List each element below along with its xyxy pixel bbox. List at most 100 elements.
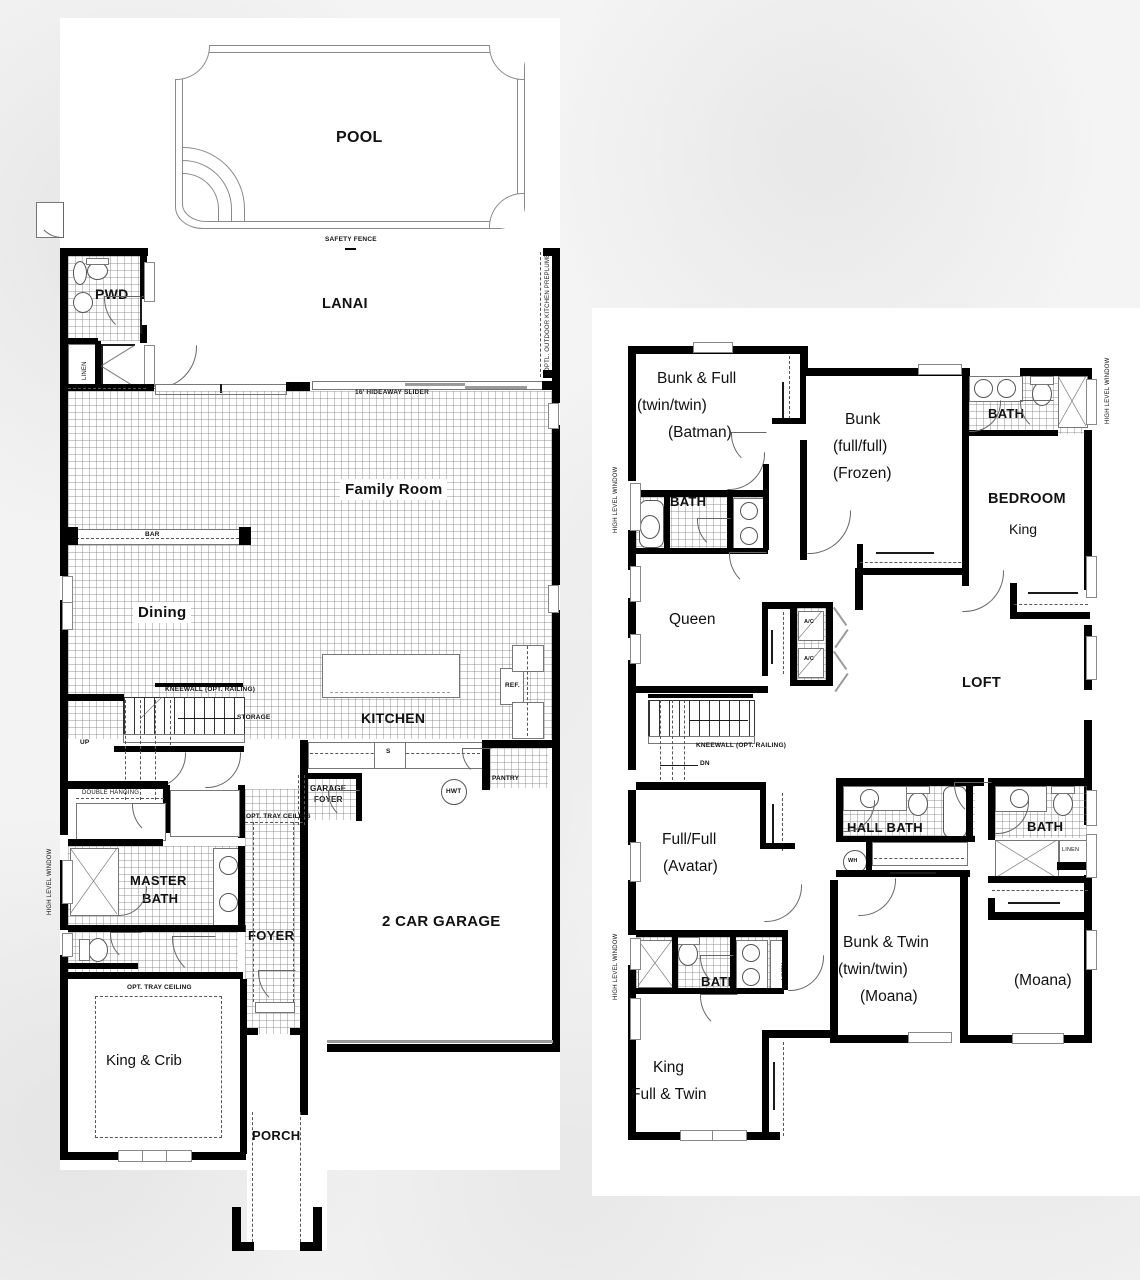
- pwd-bottom-wall: [68, 338, 98, 344]
- ac-unit-2-label: A/C: [804, 656, 815, 662]
- garage-door-opening: [308, 1040, 553, 1043]
- garage-bottom-wall: [300, 1044, 560, 1052]
- garage-foyer-label-1: GARAGE: [310, 784, 346, 793]
- bath-c-sink2: [742, 968, 760, 986]
- tray-ceiling-label-1: OPT. TRAY CEILING: [246, 813, 311, 820]
- bath-b-shower-x2: [1058, 376, 1086, 426]
- high-level-window-label-f1: HIGH LEVEL WINDOW: [47, 848, 53, 915]
- lanai-family-wall-dash: [68, 388, 146, 389]
- laundry-counter: [170, 790, 240, 837]
- storage-label: UP: [80, 739, 90, 746]
- foyer-wall-left-lower: [240, 979, 247, 1034]
- wc-toilet-tank: [79, 939, 90, 961]
- batman-closet-wall: [800, 354, 806, 422]
- porch-label: PORCH: [252, 1128, 301, 1143]
- storage-wall2: [114, 746, 244, 752]
- bath-d-label: BATH: [1027, 819, 1064, 834]
- ac-closet-wall-r: [826, 602, 833, 686]
- bedroom-window-right2: [1086, 636, 1097, 680]
- storage-dash2: [140, 700, 141, 800]
- storage-dash3: [155, 700, 156, 800]
- lanai-right-wallstub: [543, 370, 560, 378]
- lanai-label: LANAI: [322, 296, 368, 312]
- queen-window2: [630, 634, 641, 664]
- batman-window-top: [693, 342, 733, 353]
- avatar-closet-dash: [782, 793, 783, 851]
- porch-col-left: [232, 1207, 241, 1251]
- hp-window-bot-1: [680, 1130, 714, 1141]
- bar-wall-left: [68, 527, 78, 545]
- hallbath-wall-top: [836, 778, 984, 786]
- bath-d-toilet: [1053, 792, 1073, 816]
- foyer-bottom-wall: [240, 1028, 258, 1035]
- fullfull-avatar-label-2: (Avatar): [663, 858, 718, 875]
- linen-wall: [95, 341, 101, 387]
- moana-closet-rod: [890, 872, 936, 874]
- bedroom-closet-rod: [1028, 592, 1078, 594]
- stairs-f2-dashv3: [684, 700, 685, 780]
- bath-c-ext-window: [630, 998, 641, 1040]
- garage-foyer-dash-h: [245, 822, 303, 823]
- hallbath-wall-left: [836, 778, 843, 842]
- ref-cab-bot: [512, 702, 544, 739]
- ref-cab-dash: [527, 646, 528, 736]
- exterior-wall-right-top: [552, 248, 560, 403]
- kitchen-island-dash: [330, 692, 450, 693]
- family-window-right2: [548, 585, 559, 613]
- bedroom-closet-wall-b: [1010, 612, 1090, 619]
- bath-b-wall-bot: [962, 430, 1058, 436]
- exterior-wall-left-mid: [60, 388, 68, 576]
- pwd-sink-oval: [73, 261, 87, 285]
- hideaway-slider-panel1: [405, 383, 465, 386]
- king2-window-right2: [1086, 930, 1097, 970]
- bath-c-wall-bot: [636, 988, 784, 994]
- queen-window: [630, 566, 641, 602]
- safety-fence-label: SAFETY FENCE: [325, 236, 377, 243]
- bath-a-hall-wall: [763, 464, 769, 550]
- frozen-window-top: [918, 364, 962, 375]
- moana-label-1: Bunk & Twin: [843, 934, 929, 951]
- garage-foyer-wall-top: [304, 773, 362, 779]
- exterior-wall-top-right: [543, 248, 560, 256]
- kingcrib-tray-dash: [95, 996, 222, 1138]
- bath-c-sink1: [742, 944, 760, 962]
- hwt-circle: [441, 779, 467, 805]
- queen-closet-wall: [762, 608, 768, 676]
- bath-b-sink1: [974, 379, 993, 398]
- hideaway-slider-label: 16' HIDEAWAY SLIDER: [355, 389, 429, 396]
- laundry-right-wall: [238, 785, 245, 838]
- porch-bottom-wall-l: [232, 1242, 254, 1251]
- batman-closet-bot: [772, 418, 806, 424]
- ac-unit-1-diag: [798, 611, 822, 639]
- linen-door-v: [101, 344, 135, 346]
- f2-wall-bottom-right2: [1062, 1035, 1092, 1043]
- stairs-kneewall-line: [155, 683, 243, 687]
- dining-window2: [62, 602, 73, 630]
- frozen-closet-wall-b: [857, 568, 967, 575]
- porch-dash-right: [300, 1112, 301, 1242]
- stairs-f2-rail: [648, 736, 755, 744]
- exterior-wall-left-low2: [60, 955, 68, 1160]
- exterior-wall-bottom-left: [60, 1152, 118, 1160]
- f2-wall-top-mid: [800, 368, 970, 376]
- bath-d-linen-label: LINEN: [1062, 847, 1080, 853]
- f2-wall-left-5: [628, 790, 636, 845]
- f2-wall-bottom-right: [960, 1035, 1012, 1043]
- f2-wall-left-1: [628, 346, 636, 481]
- family-room-tile: [68, 391, 552, 739]
- bath-c-wall-mid: [672, 937, 678, 989]
- masterbath-label-2: BATH: [142, 891, 179, 906]
- bath-a-wall-top: [636, 490, 768, 497]
- frozen-closet-wall: [857, 544, 863, 574]
- kneewall-label-f1: KNEEWALL (OPT. RAILING): [165, 686, 256, 693]
- double-hanging-label: DOUBLE HANGING: [82, 790, 140, 796]
- queen-wall-bot: [636, 686, 768, 693]
- kneewall-f2-label: KNEEWALL (OPT. RAILING): [696, 742, 787, 749]
- dn-label-f2: DN: [700, 760, 710, 767]
- moana-closet: [872, 842, 968, 866]
- f2-wall-right-2: [1084, 430, 1092, 590]
- fullfull-avatar-label-1: Full/Full: [662, 831, 717, 848]
- batman-closet-rod: [782, 382, 784, 420]
- garage-foyer-dashv: [298, 775, 299, 825]
- bath-b-wall-l: [962, 376, 969, 436]
